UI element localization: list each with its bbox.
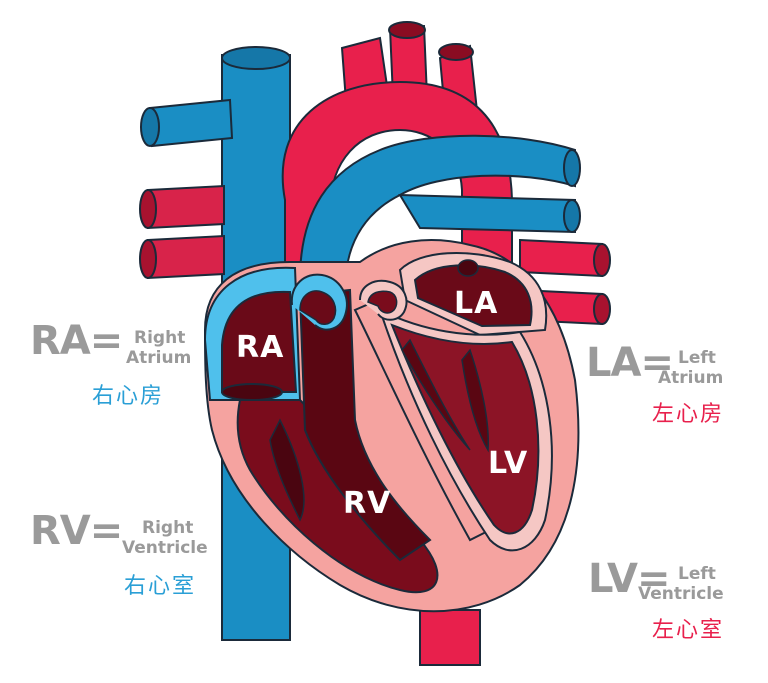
chamber-label-rv: RV <box>343 486 392 521</box>
legend-lv-word2: Ventricle <box>638 584 724 604</box>
left-ventricle <box>378 308 553 552</box>
legend-rv-abbr: RV= <box>30 508 123 554</box>
legend-ra-zh: 右心房 <box>92 384 165 409</box>
legend-la: LA= Left Atrium 左心房 <box>586 340 756 427</box>
legend-la-abbr: LA= <box>586 340 674 386</box>
right-ventricle <box>236 288 439 594</box>
pulmonary-artery <box>298 134 581 292</box>
legend-la-zh: 左心房 <box>652 402 725 427</box>
legend-lv-zh: 左心室 <box>652 618 725 643</box>
legend-lv-word1: Left <box>678 564 716 584</box>
left-atrium <box>398 252 548 337</box>
pulmonary-veins-left <box>139 184 225 280</box>
legend-la-word1: Left <box>678 348 716 368</box>
legend-lv: LV= Left Ventricle 左心室 <box>588 556 758 643</box>
legend-rv: RV= Right Ventricle 右心室 <box>30 508 230 599</box>
right-atrium <box>203 266 302 401</box>
legend-ra-word2: Atrium <box>126 348 192 368</box>
aortic-valve <box>359 280 408 321</box>
legend-ra-abbr: RA= <box>30 318 123 364</box>
legend-lv-abbr: LV= <box>588 556 670 602</box>
pulmonary-valve <box>290 273 348 331</box>
legend-rv-word2: Ventricle <box>122 538 208 558</box>
legend-ra-word1: Right <box>134 328 186 348</box>
legend-rv-word1: Right <box>142 518 194 538</box>
legend-la-word2: Atrium <box>658 368 724 388</box>
legend-ra: RA= Right Atrium 右心房 <box>30 318 210 409</box>
chamber-label-ra: RA <box>236 330 285 365</box>
chamber-label-la: LA <box>454 286 499 321</box>
chamber-label-lv: LV <box>488 446 529 481</box>
legend-rv-zh: 右心室 <box>124 574 197 599</box>
